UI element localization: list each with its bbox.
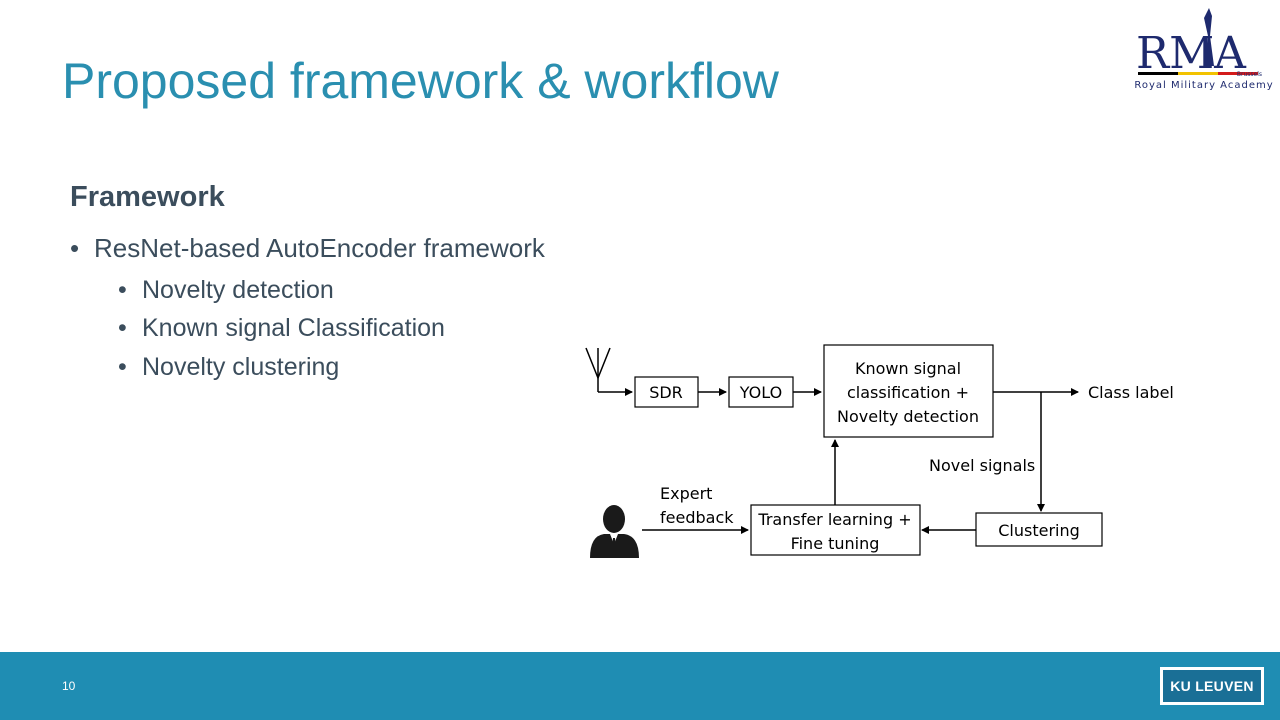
svg-text:Clustering: Clustering <box>998 521 1080 540</box>
sdr-node: SDR <box>634 376 699 408</box>
expert-feedback-text: feedback <box>660 508 734 527</box>
sub-bullet: •Known signal Classification <box>118 314 445 342</box>
svg-text:YOLO: YOLO <box>739 383 782 402</box>
class-label-text: Class label <box>1088 383 1174 402</box>
svg-text:Royal Military Academy: Royal Military Academy <box>1134 80 1273 91</box>
page-number: 10 <box>62 679 76 693</box>
clustering-node: Clustering <box>975 512 1103 547</box>
slide-title: Proposed framework & workflow <box>62 53 779 109</box>
ku-leuven-logo: KU LEUVEN <box>1160 667 1264 705</box>
yolo-node: YOLO <box>728 376 794 408</box>
svg-text:SDR: SDR <box>649 383 683 402</box>
person-icon <box>590 505 639 558</box>
footer-bar <box>0 652 1280 720</box>
antenna-icon <box>585 347 611 392</box>
svg-text:Brussels: Brussels <box>1237 71 1262 78</box>
svg-text:Known signal: Known signal <box>855 359 961 378</box>
svg-text:Fine tuning: Fine tuning <box>791 534 880 553</box>
sub-bullet: •Novelty clustering <box>118 353 340 381</box>
svg-text:RMA: RMA <box>1136 28 1247 79</box>
sub-bullet: •Novelty detection <box>118 276 334 304</box>
rma-logo: RMA Brussels Royal Military Academy <box>1134 8 1273 91</box>
svg-text:classification +: classification + <box>847 383 969 402</box>
novel-signals-text: Novel signals <box>929 456 1035 475</box>
svg-text:Novelty detection: Novelty detection <box>837 407 979 426</box>
bullet-main: •ResNet-based AutoEncoder framework <box>70 233 545 263</box>
expert-feedback-text: Expert <box>660 484 712 503</box>
workflow-diagram: SDR YOLO Known signal classification + N… <box>585 344 1174 558</box>
transfer-learning-node: Transfer learning + Fine tuning <box>750 504 921 556</box>
svg-text:Transfer learning +: Transfer learning + <box>757 510 911 529</box>
classifier-node: Known signal classification + Novelty de… <box>823 344 994 438</box>
section-heading: Framework <box>70 181 225 213</box>
